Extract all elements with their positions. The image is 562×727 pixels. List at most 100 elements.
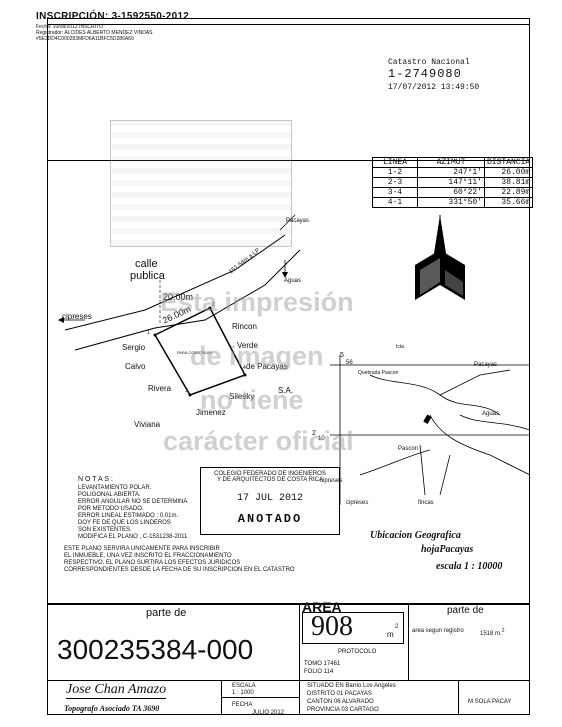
catastro-datetime: 17/07/2012 13:49:50 bbox=[388, 83, 480, 92]
site-plan bbox=[58, 214, 301, 397]
cell-linea: 4-1 bbox=[372, 197, 418, 208]
registrador-date: Fecha: 10/08/2012 INSCRITO bbox=[36, 24, 103, 30]
note-line: ERROR ANGULAR NO SE DETERMINA bbox=[78, 499, 188, 505]
north-arrow-icon bbox=[415, 215, 465, 300]
calvo-label: Calvo bbox=[125, 362, 146, 371]
note-line: MODIFICA EL PLANO , C-1531238-2011 bbox=[78, 534, 188, 540]
plan-note-line: RESPECTIVO, EL PLANO SURTIRA LOS EFECTOS… bbox=[64, 560, 241, 566]
pacayas-top-label: Pacayas bbox=[286, 218, 310, 224]
escala-divider bbox=[221, 697, 300, 698]
de-pacayas-label: de Pacayas bbox=[246, 362, 288, 371]
fecha-value: JULIO 2012 bbox=[252, 710, 285, 716]
vertex-3: 3 bbox=[185, 388, 188, 394]
cell-distancia: 35.66m bbox=[483, 197, 534, 208]
plan-divider bbox=[47, 160, 530, 161]
area-segun-value: 1518 m.2 bbox=[480, 628, 504, 637]
cell-linea: 1-2 bbox=[372, 167, 418, 178]
registrador-hash: #5E3DD4C000283MFD6A11BFC5D286A60 bbox=[36, 36, 134, 42]
grid-2-label: 2 bbox=[312, 430, 316, 437]
width-20-label: 20.00m bbox=[163, 292, 194, 302]
cell-distancia: 38.81m bbox=[483, 177, 534, 188]
fecha-label: FECHA bbox=[232, 702, 253, 708]
note-line: DOY FE DE QUE LOS LINDEROS bbox=[78, 520, 171, 526]
canton-label: CANTON 06 ALVARADO bbox=[307, 699, 374, 705]
plan-note-line: CORRESPONDIENTES DESDE LA FECHA DE SU IN… bbox=[64, 567, 295, 573]
vertex-4: 4 bbox=[243, 365, 246, 371]
grid-10-label: 10 bbox=[318, 436, 325, 442]
area-segun-number: 1518 m. bbox=[480, 631, 502, 637]
situado-label: SITUADO EN Barrio Los Angeles bbox=[307, 683, 396, 689]
stamp-line1: COLEGIO FEDERADO DE INGENIEROS bbox=[214, 471, 326, 477]
finca-number: 300235384-000 bbox=[57, 634, 254, 665]
cell-linea: 3-4 bbox=[372, 187, 418, 198]
area-box: 908 m 2 bbox=[302, 611, 404, 644]
loc-quebrada-label: Quebrada Pascon bbox=[358, 370, 399, 376]
note-line: ERROR LINEAL ESTIMADO : 0.01m. bbox=[78, 513, 179, 519]
calle-label: calle bbox=[135, 258, 158, 270]
cell-distancia: 22.89m bbox=[483, 187, 534, 198]
loc-cipreses-label: cipreses bbox=[320, 478, 343, 484]
col-linea: LINEA bbox=[372, 157, 418, 168]
cell-azimut: 247°1' bbox=[417, 167, 485, 178]
sergio-label: Sergio bbox=[122, 343, 146, 352]
plan-note-line: EL INMUEBLE. UNA VEZ INSCRITO EL FRACCIO… bbox=[64, 553, 232, 559]
signature: Jose Chan Amazo bbox=[66, 682, 167, 699]
folio-label: FOLIO 114 bbox=[304, 669, 334, 675]
col-azimut: AZIMUT bbox=[417, 157, 485, 168]
aguas-label: Aguas bbox=[284, 278, 302, 284]
stamp-line2: Y DE ARQUITECTOS DE COSTA RICA bbox=[216, 477, 324, 483]
sa-label: S.A. bbox=[278, 386, 294, 395]
note-line: SON EXISTENTES. bbox=[78, 527, 132, 533]
area-label: AREA bbox=[302, 599, 342, 615]
para-construir-label: PARA CONSTRUIR bbox=[177, 350, 213, 355]
loc-cipreses2-label: cipreses bbox=[346, 500, 369, 506]
vertex-1: 1 bbox=[147, 330, 150, 336]
escala-value: 1 : 1000 bbox=[232, 690, 254, 696]
loc-pascon-label: Pascon bbox=[398, 446, 419, 452]
rincon-label: Rincon bbox=[232, 322, 257, 331]
area-segun-exp: 2 bbox=[501, 628, 505, 634]
loc-icta-label: Icta bbox=[396, 344, 405, 350]
cipreses-left-label: cipreses bbox=[62, 312, 92, 321]
tomo-label: TOMO 17461 bbox=[304, 661, 341, 667]
cell-linea: 2-3 bbox=[372, 177, 418, 188]
inscription-header: INSCRIPCIÓN: 3-1592550-2012 bbox=[36, 11, 190, 22]
catastro-number: 1-2749080 bbox=[388, 67, 462, 81]
stamp-date: 17 JUL 2012 bbox=[236, 493, 303, 504]
plan-note-line: ESTE PLANO SERVIRA UNICAMENTE PARA INSCR… bbox=[64, 546, 220, 552]
loc-fincas-label: fincas bbox=[418, 500, 434, 506]
owner-label: M SOLA PACAY bbox=[468, 699, 512, 705]
grid-56-label: 56 bbox=[346, 360, 353, 366]
plan-note-block: ESTE PLANO SERVIRA UNICAMENTE PARA INSCR… bbox=[64, 546, 295, 574]
stamp-anotado: ANOTADO bbox=[237, 512, 303, 526]
area-exp: 2 bbox=[395, 624, 399, 630]
col-distancia: DISTANCIA bbox=[483, 157, 534, 168]
topografo-label: Topografo Asociado TA 3690 bbox=[64, 704, 160, 713]
grid-5-label: 5 bbox=[340, 352, 344, 359]
loc-aguas-label: Aguas bbox=[482, 411, 500, 417]
cell-azimut: 331°50' bbox=[417, 197, 485, 208]
cell-azimut: 60°22' bbox=[417, 187, 485, 198]
note-line: LEVANTAMIENTO POLAR. bbox=[78, 485, 152, 491]
cell-distancia: 26.00m bbox=[483, 167, 534, 178]
ubicacion-line2: hojaPacayas bbox=[421, 544, 474, 555]
area-segun-label: area segun registro bbox=[412, 628, 464, 634]
area-value: 908 bbox=[311, 611, 353, 642]
watermark-line2: de imagen bbox=[190, 341, 324, 371]
note-line: POLIGONAL ABIERTA. bbox=[78, 492, 141, 498]
frame-top-line bbox=[47, 24, 530, 25]
faded-title-block bbox=[110, 120, 292, 247]
watermark-line3: no tiene bbox=[200, 385, 304, 415]
protocolo-label: PROTOCOLO bbox=[338, 649, 377, 655]
note-line: POR METODO USADO. bbox=[78, 506, 144, 512]
watermark-line1: Esta impresión bbox=[160, 287, 354, 317]
verde-label: Verde bbox=[237, 341, 258, 350]
location-map bbox=[330, 355, 530, 505]
ubicacion-line3: escala 1 : 10000 bbox=[436, 561, 503, 572]
ubicacion-line1: Ubicacion Geografica bbox=[370, 530, 461, 541]
parte-de-right: parte de bbox=[447, 605, 484, 616]
silesky-label: Silesky bbox=[229, 392, 255, 401]
